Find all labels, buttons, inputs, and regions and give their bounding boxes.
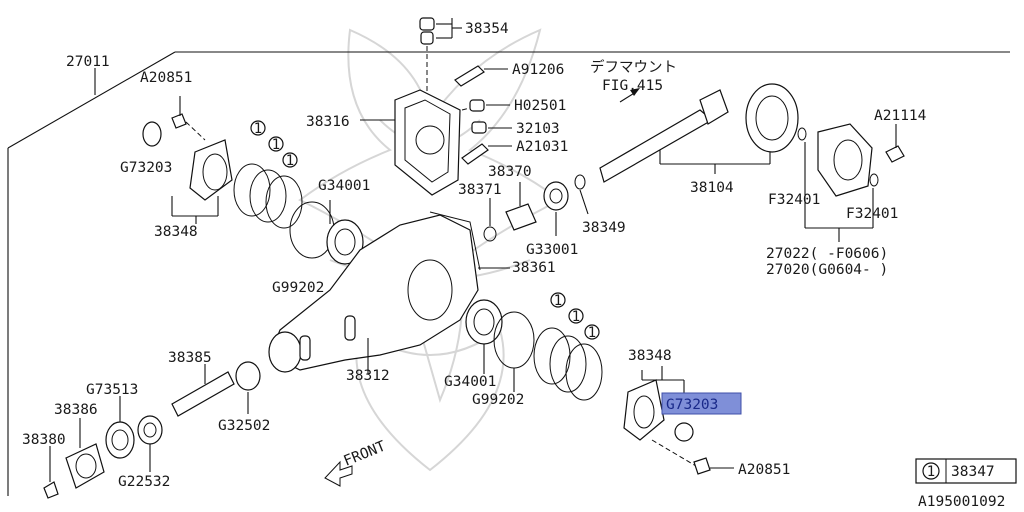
note-line-2[interactable]: FIG.415: [602, 78, 663, 94]
part-label-H02501[interactable]: H02501: [514, 98, 566, 114]
figure-id: A195001092: [918, 494, 1005, 510]
left-seal-group-drawing: [142, 96, 364, 265]
part-label-F32401-right[interactable]: F32401: [846, 206, 898, 222]
part-label-27020[interactable]: 27020(G0604- ): [766, 262, 888, 278]
part-label-27022[interactable]: 27022( -F0606): [766, 246, 888, 262]
callout-symbol: 1: [272, 137, 280, 153]
part-label-G73203-right[interactable]: G73203: [666, 397, 718, 413]
part-label-A20851-bottom[interactable]: A20851: [738, 462, 790, 478]
part-label-38348-right[interactable]: 38348: [628, 348, 672, 364]
part-label-38348-left[interactable]: 38348: [154, 224, 198, 240]
part-38312-housing-drawing: [268, 211, 510, 374]
part-label-G34001-top[interactable]: G34001: [318, 178, 370, 194]
part-label-A91206[interactable]: A91206: [512, 62, 564, 78]
part-label-38370[interactable]: 38370: [488, 164, 532, 180]
callout-markers: 1 1 1 1 1 1: [250, 120, 600, 341]
front-label: FRONT: [342, 438, 389, 469]
callout-symbol: 1: [572, 309, 580, 325]
part-label-38349[interactable]: 38349: [582, 220, 626, 236]
small-parts-cluster: [461, 99, 512, 165]
callout-symbol: 1: [554, 293, 562, 309]
note-line-1: デフマウント: [590, 58, 677, 76]
part-label-38316[interactable]: 38316: [306, 114, 350, 130]
part-label-38104[interactable]: 38104: [690, 180, 734, 196]
part-label-38385[interactable]: 38385: [168, 350, 212, 366]
part-label-G33001[interactable]: G33001: [526, 242, 578, 258]
part-label-A20851-top[interactable]: A20851: [140, 70, 192, 86]
part-38316-drawing: [360, 89, 461, 196]
part-label-38371[interactable]: 38371: [458, 182, 502, 198]
legend-symbol: 1: [927, 464, 935, 480]
part-label-A21114[interactable]: A21114: [874, 108, 927, 124]
part-label-A21031[interactable]: A21031: [516, 139, 568, 155]
legend-part-number[interactable]: 38347: [951, 464, 995, 480]
group-bracket: [7, 51, 1010, 496]
legend-box: 1 38347: [915, 458, 1017, 484]
callout-symbol: 1: [286, 153, 294, 169]
part-A91206-drawing: [454, 65, 508, 87]
front-arrow: [324, 460, 353, 487]
right-seal-group-drawing: [465, 299, 734, 475]
part-38104-shaft-drawing: [599, 89, 771, 183]
part-label-G73513[interactable]: G73513: [86, 382, 138, 398]
part-label-G73203-left[interactable]: G73203: [120, 160, 172, 176]
part-label-38354[interactable]: 38354: [465, 21, 509, 37]
highlighted-part-label-box[interactable]: G73203: [661, 392, 742, 415]
figure-ref-arrow: [619, 88, 640, 103]
callout-symbol: 1: [588, 325, 596, 341]
part-label-F32401-left[interactable]: F32401: [768, 192, 820, 208]
part-label-G99202-bottom[interactable]: G99202: [472, 392, 524, 408]
part-label-38380[interactable]: 38380: [22, 432, 66, 448]
part-label-32103[interactable]: 32103: [516, 121, 560, 137]
part-label-G99202-left[interactable]: G99202: [272, 280, 324, 296]
part-label-G34001-bottom[interactable]: G34001: [444, 374, 496, 390]
part-label-38312[interactable]: 38312: [346, 368, 390, 384]
ring-gear-and-diff-drawing: [745, 83, 905, 242]
part-label-38361[interactable]: 38361: [512, 260, 556, 276]
callout-symbol: 1: [254, 121, 262, 137]
pinion-parts-drawing: [483, 174, 589, 242]
part-label-38386[interactable]: 38386: [54, 402, 98, 418]
part-38354-drawing: [419, 17, 462, 92]
part-label-G32502[interactable]: G32502: [218, 418, 270, 434]
left-axle-parts-drawing: [43, 361, 261, 499]
part-label-G22532[interactable]: G22532: [118, 474, 170, 490]
group-code-label: 27011: [66, 54, 110, 70]
